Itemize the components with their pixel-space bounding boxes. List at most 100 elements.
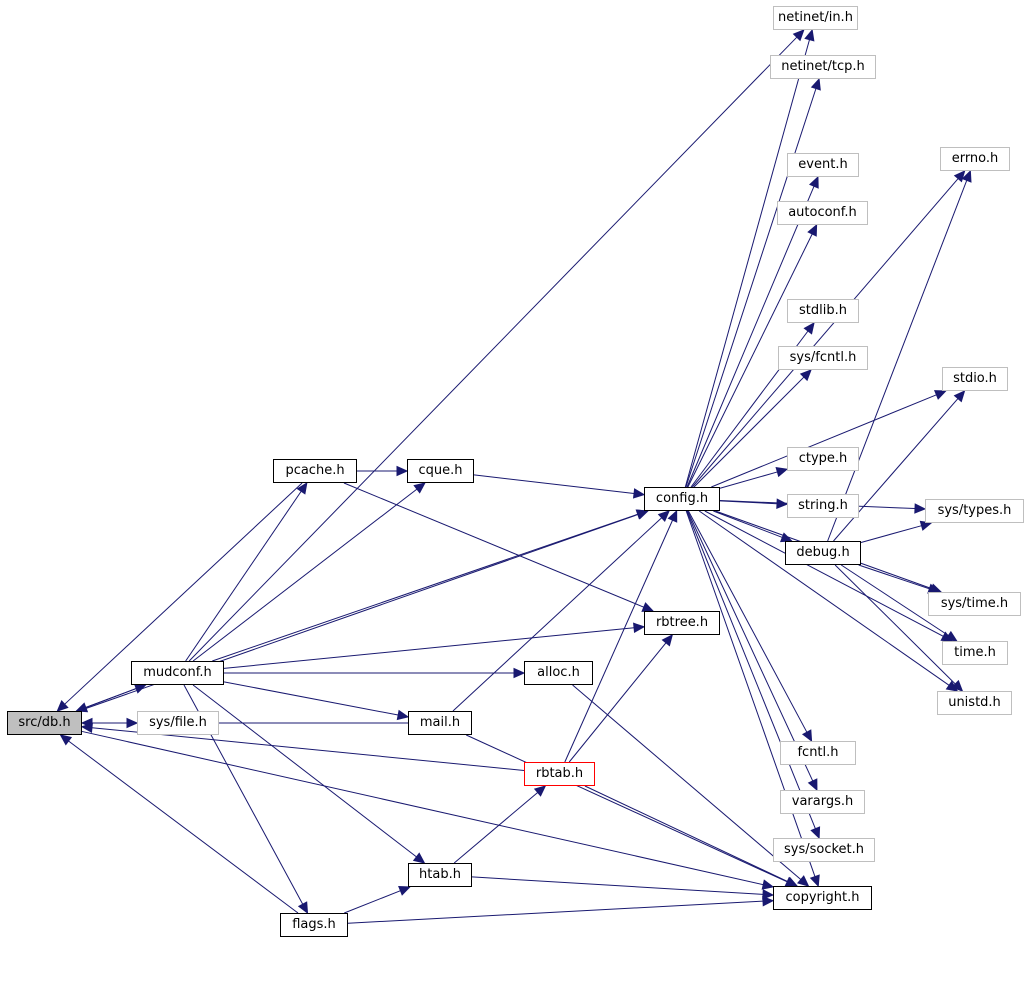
edge-line bbox=[686, 186, 815, 488]
edge-line bbox=[713, 510, 783, 538]
edge-config_h-to-stdio_h bbox=[711, 390, 947, 488]
edge-debug_h-to-sys_time_h bbox=[858, 564, 941, 594]
edge-arrowhead bbox=[396, 465, 409, 477]
edge-arrowhead bbox=[657, 510, 670, 523]
edge-arrowhead bbox=[661, 634, 674, 647]
node-string-h: string.h bbox=[787, 494, 859, 518]
node-mudconf-h[interactable]: mudconf.h bbox=[131, 661, 224, 685]
edge-rbtab_h-to-rbtree_h bbox=[568, 634, 674, 763]
node-event-h: event.h bbox=[787, 153, 859, 177]
edge-arrowhead bbox=[412, 852, 426, 864]
node-pcache-h[interactable]: pcache.h bbox=[273, 459, 357, 483]
edge-arrowhead bbox=[810, 826, 821, 840]
edge-arrowhead bbox=[951, 679, 964, 692]
edge-mudconf_h-to-mail_h bbox=[223, 681, 410, 721]
node-debug-h[interactable]: debug.h bbox=[785, 541, 861, 565]
edge-config_h-to-ctype_h bbox=[719, 467, 789, 489]
edge-line bbox=[471, 876, 764, 895]
edge-htab_h-to-copyright_h bbox=[471, 876, 775, 900]
node-time-h: time.h bbox=[942, 641, 1008, 665]
edge-arrowhead bbox=[667, 509, 678, 523]
node-sys-fcntl-h: sys/fcntl.h bbox=[778, 346, 868, 370]
edge-line bbox=[344, 890, 401, 914]
edge-line bbox=[85, 684, 146, 708]
node-rbtree-h[interactable]: rbtree.h bbox=[644, 611, 720, 635]
node-unistd-h: unistd.h bbox=[937, 691, 1012, 715]
edge-flags_h-to-htab_h bbox=[344, 885, 411, 914]
edge-arrowhead bbox=[762, 889, 775, 900]
edge-line bbox=[858, 564, 930, 590]
edge-arrowhead bbox=[632, 488, 646, 499]
edge-config_h-to-copyright_h bbox=[685, 510, 820, 888]
edge-line bbox=[698, 510, 950, 686]
node-rbtab-h[interactable]: rbtab.h bbox=[524, 762, 595, 786]
edge-line bbox=[687, 233, 813, 488]
edge-flags_h-to-src_db_h bbox=[59, 734, 299, 914]
edge-line bbox=[691, 178, 959, 488]
edge-line bbox=[185, 490, 302, 662]
edge-line bbox=[68, 740, 299, 914]
edge-arrowhead bbox=[296, 481, 308, 495]
node-stdlib-h: stdlib.h bbox=[787, 299, 859, 323]
node-cque-h[interactable]: cque.h bbox=[407, 459, 474, 483]
edge-arrowhead bbox=[761, 879, 775, 890]
edge-arrowhead bbox=[775, 467, 789, 478]
edge-debug_h-to-errno_h bbox=[827, 169, 972, 542]
edge-pcache_h-to-rbtree_h bbox=[343, 482, 655, 612]
edge-arrowhead bbox=[804, 28, 815, 42]
edge-flags_h-to-copyright_h bbox=[347, 895, 775, 924]
edge-mudconf_h-to-netinet_in_h bbox=[188, 29, 805, 662]
edge-line bbox=[192, 488, 418, 662]
node-sys-file-h[interactable]: sys/file.h bbox=[137, 711, 219, 735]
edge-config_h-to-varargs_h bbox=[687, 510, 818, 792]
edge-arrowhead bbox=[792, 29, 805, 42]
edge-line bbox=[685, 88, 817, 488]
edge-line bbox=[192, 684, 417, 858]
node-htab-h[interactable]: htab.h bbox=[408, 863, 472, 887]
edge-debug_h-to-time_h bbox=[840, 564, 958, 642]
edge-line bbox=[827, 180, 968, 542]
edge-pcache_h-to-src_db_h bbox=[56, 482, 303, 712]
node-errno-h: errno.h bbox=[940, 147, 1010, 171]
edge-line bbox=[693, 376, 805, 488]
edge-line bbox=[453, 792, 538, 864]
node-config-h[interactable]: config.h bbox=[644, 487, 720, 511]
node-copyright-h[interactable]: copyright.h bbox=[773, 886, 872, 910]
edge-arrowhead bbox=[776, 498, 789, 509]
edge-arrowhead bbox=[513, 667, 526, 679]
edge-arrowhead bbox=[398, 885, 411, 896]
edge-arrowhead bbox=[785, 876, 799, 887]
edge-line bbox=[684, 39, 810, 488]
edge-arrowhead bbox=[953, 170, 966, 183]
edge-arrowhead bbox=[533, 785, 547, 797]
edge-config_h-to-event_h bbox=[686, 175, 819, 488]
edge-arrowhead bbox=[810, 77, 821, 91]
edge-line bbox=[687, 510, 808, 733]
edge-htab_h-to-rbtab_h bbox=[453, 785, 547, 864]
edge-mudconf_h-to-alloc_h bbox=[224, 667, 526, 679]
edge-config_h-to-unistd_h bbox=[698, 510, 959, 692]
edge-arrowhead bbox=[762, 895, 775, 907]
edge-arrowhead bbox=[297, 901, 309, 915]
edge-config_h-to-debug_h bbox=[713, 510, 793, 543]
node-netinet-tcp-h: netinet/tcp.h bbox=[770, 55, 876, 79]
edge-arrowhead bbox=[803, 322, 815, 335]
node-flags-h[interactable]: flags.h bbox=[280, 913, 348, 937]
edge-arrowhead bbox=[953, 390, 966, 403]
edge-line bbox=[704, 510, 944, 637]
edge-arrowhead bbox=[807, 223, 818, 237]
node-src-db-h[interactable]: src/db.h bbox=[7, 711, 82, 735]
node-netinet-in-h: netinet/in.h bbox=[773, 6, 858, 30]
node-alloc-h[interactable]: alloc.h bbox=[524, 661, 593, 685]
edge-line bbox=[212, 513, 638, 662]
edge-mail_h-to-config_h bbox=[452, 510, 670, 712]
edge-line bbox=[687, 510, 814, 782]
node-varargs-h: varargs.h bbox=[780, 790, 865, 814]
edge-mudconf_h-to-pcache_h bbox=[185, 481, 308, 662]
edge-line bbox=[860, 525, 922, 543]
edge-arrowhead bbox=[933, 390, 947, 400]
edge-pcache_h-to-cque_h bbox=[357, 465, 409, 477]
node-mail-h[interactable]: mail.h bbox=[408, 711, 472, 735]
edge-arrowhead bbox=[914, 503, 927, 514]
